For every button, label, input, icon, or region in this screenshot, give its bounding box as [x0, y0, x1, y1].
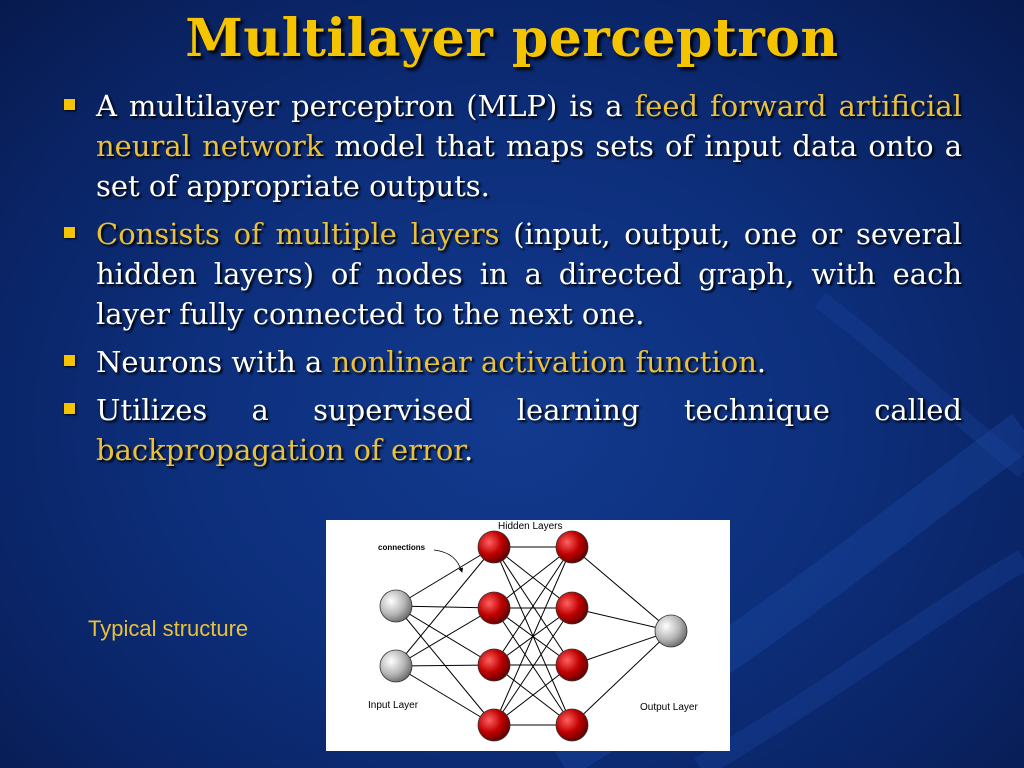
connection-edge: [493, 546, 573, 609]
edges-group: [395, 546, 672, 726]
connection-edge: [395, 546, 495, 667]
hidden-node: [555, 530, 589, 564]
bullet-text: model that maps sets of input data onto …: [96, 129, 962, 203]
connection-edge: [571, 546, 672, 632]
hidden-node: [555, 591, 589, 625]
input-layer-label: Input Layer: [368, 700, 419, 711]
connection-edge: [571, 607, 672, 632]
hidden-node: [477, 648, 511, 682]
hidden-node: [477, 708, 511, 742]
bullet-text: (input, output, one or several hidden la…: [96, 217, 962, 331]
bullet-item: Consists of multiple layers (input, outp…: [62, 214, 962, 334]
connections-arrow: [433, 549, 464, 573]
bullet-marker-icon: [64, 227, 75, 238]
highlighted-term: backpropagation of error: [96, 433, 464, 467]
hidden-layers-label: Hidden Layers: [498, 521, 562, 532]
bullet-marker-icon: [64, 355, 75, 366]
input-node: [379, 649, 413, 683]
output-node: [654, 614, 688, 648]
connection-edge: [395, 607, 495, 667]
bullet-list: A multilayer perceptron (MLP) is a feed …: [62, 86, 962, 478]
bullet-marker-icon: [64, 99, 75, 110]
bullet-item: Neurons with a nonlinear activation func…: [62, 342, 962, 382]
highlighted-term: feed forward artificial neural network: [96, 89, 962, 163]
connection-edge: [395, 605, 495, 666]
bullet-item: Utilizes a supervised learning technique…: [62, 390, 962, 470]
connection-edge: [395, 546, 495, 607]
connections-label: connections: [378, 543, 426, 552]
hidden-node: [555, 648, 589, 682]
bullet-text: A multilayer perceptron (MLP) is a: [96, 89, 635, 123]
connection-edge: [493, 664, 573, 726]
nodes-group: [379, 530, 688, 742]
figure-caption: Typical structure: [88, 616, 249, 641]
bullet-item: A multilayer perceptron (MLP) is a feed …: [62, 86, 962, 206]
input-node: [379, 589, 413, 623]
output-layer-label: Output Layer: [640, 702, 698, 713]
highlighted-term: Consists of multiple layers: [96, 217, 500, 251]
mlp-diagram: Hidden Layers connections Input Layer Ou…: [326, 520, 730, 751]
hidden-node: [477, 530, 511, 564]
bullet-text: .: [463, 433, 474, 467]
hidden-node: [555, 708, 589, 742]
connection-edge: [493, 546, 573, 726]
connection-edge: [493, 607, 573, 726]
bullet-text: Utilizes a supervised learning technique…: [96, 393, 962, 427]
highlighted-term: nonlinear activation function: [331, 345, 757, 379]
bullet-text: Neurons with a: [96, 345, 332, 379]
connection-edge: [571, 630, 672, 666]
mlp-network-svg: Hidden Layers connections Input Layer Ou…: [368, 521, 698, 742]
connection-edge: [571, 630, 672, 726]
connection-edge: [395, 665, 495, 726]
hidden-node: [477, 591, 511, 625]
connection-edge: [493, 546, 573, 666]
bullet-marker-icon: [64, 403, 75, 414]
bullet-text: .: [756, 345, 767, 379]
slide-title: Multilayer perceptron: [185, 8, 839, 69]
